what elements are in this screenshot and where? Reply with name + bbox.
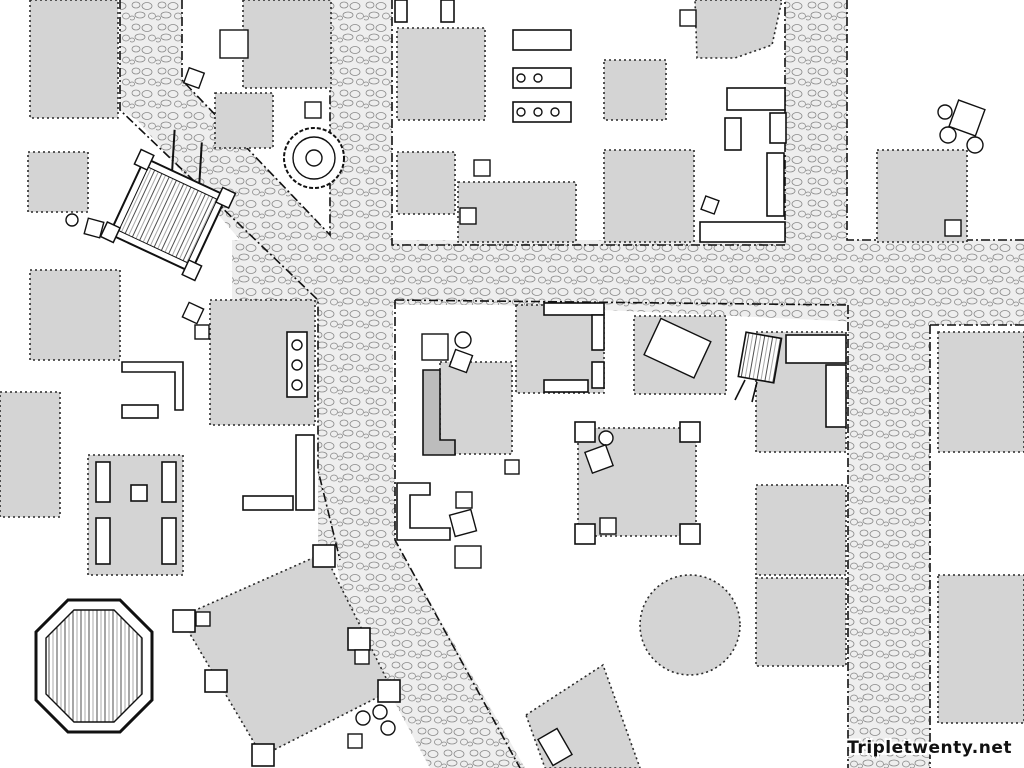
barrel: [454, 331, 472, 349]
building: [27, 151, 89, 213]
building-round: [639, 574, 741, 676]
fountain: [283, 127, 345, 189]
crate: [194, 324, 210, 340]
crate: [448, 508, 478, 538]
crate: [679, 9, 697, 27]
crate: [181, 301, 205, 325]
crate: [459, 207, 477, 225]
crate: [537, 727, 573, 767]
crate: [944, 219, 962, 237]
crate: [599, 517, 617, 535]
building: [755, 577, 847, 667]
building: [396, 27, 486, 121]
crates-and-barrels: [65, 9, 986, 767]
building: [242, 0, 332, 89]
barrel: [939, 126, 957, 144]
barrel: [598, 430, 614, 446]
road-horizontal-main: [232, 240, 1024, 305]
building: [755, 484, 847, 576]
building: [603, 149, 695, 243]
barrel: [380, 720, 396, 736]
wagon: [99, 129, 237, 282]
building: [937, 574, 1024, 724]
crate: [347, 733, 363, 749]
crate: [182, 66, 206, 90]
building: [214, 92, 274, 149]
crate: [700, 195, 720, 215]
building: [603, 59, 667, 121]
crate: [83, 217, 105, 239]
crate: [948, 99, 986, 137]
road-vertical-top-right: [785, 0, 847, 245]
road-diagonal-south: [320, 470, 525, 768]
crate: [473, 159, 491, 177]
barrel: [65, 213, 79, 227]
building: [937, 331, 1024, 453]
walls-and-stalls: [95, 0, 847, 767]
crate: [195, 611, 211, 627]
barrel: [372, 704, 388, 720]
crate: [584, 444, 614, 474]
crate: [455, 491, 473, 509]
road-vertical-right: [848, 240, 930, 768]
building: [457, 181, 577, 243]
building: [29, 0, 119, 119]
crate: [304, 101, 322, 119]
barrel: [966, 136, 984, 154]
building: [694, 0, 783, 59]
building: [0, 391, 61, 518]
crate: [504, 459, 520, 475]
barrel: [937, 104, 953, 120]
crate: [421, 333, 449, 361]
road-vertical-top-center: [330, 0, 392, 245]
site-watermark: Tripletwenty.net: [847, 738, 1012, 758]
crate: [454, 545, 482, 569]
market-goods: [291, 73, 783, 403]
crate: [354, 649, 370, 665]
crate: [448, 348, 474, 374]
building: [396, 151, 456, 215]
crate: [219, 29, 249, 59]
building: [577, 427, 697, 537]
gazebo: [34, 598, 154, 734]
road-vertical-top-left: [120, 0, 182, 110]
building: [29, 269, 121, 361]
barrel: [355, 710, 371, 726]
building: [525, 663, 641, 768]
